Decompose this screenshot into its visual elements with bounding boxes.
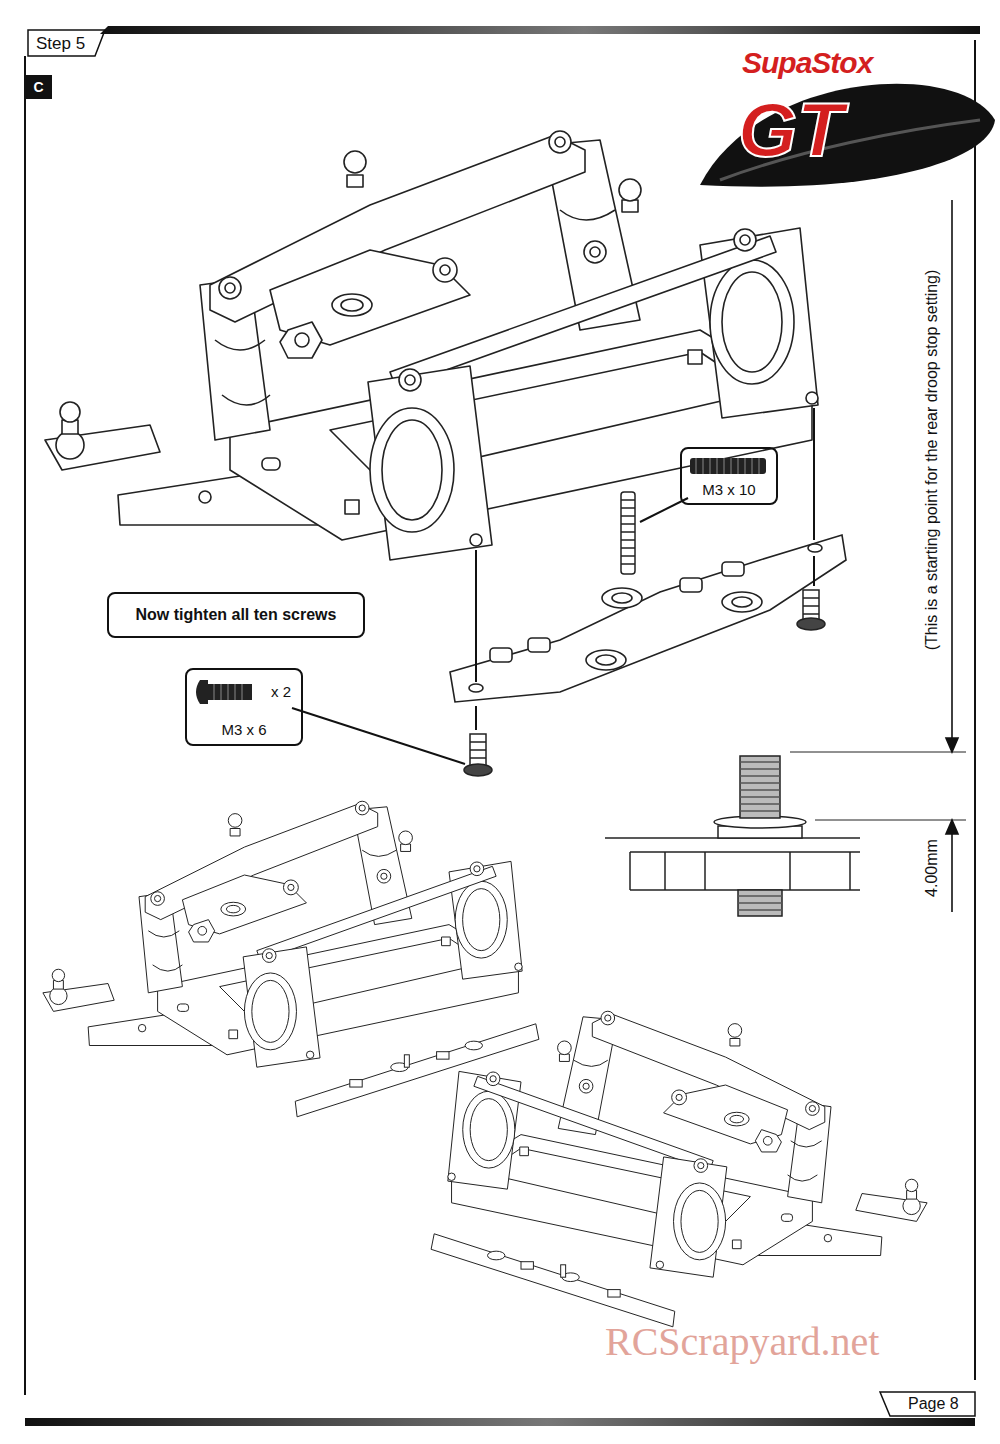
inset-detail [740, 762, 780, 811]
dimension-value: 4.00mm [923, 839, 941, 897]
inset-detail [738, 890, 782, 916]
box-text: Now tighten all ten screws [136, 606, 337, 624]
assembled-view-rear [431, 1011, 927, 1327]
watermark: RCScrapyard.net [605, 1318, 879, 1365]
screws [803, 590, 819, 620]
dimension-lines [946, 820, 958, 834]
leader-lines [813, 556, 815, 586]
droop-plate [596, 655, 616, 665]
droop-plate [722, 562, 744, 576]
droop-plate [586, 650, 626, 670]
screws [470, 734, 486, 766]
droop-plate [808, 544, 822, 552]
assembly-illustration [45, 131, 818, 560]
leader-lines [475, 550, 477, 682]
droop-plate [469, 684, 483, 692]
callout-icons [696, 458, 759, 474]
droop-plate [612, 593, 632, 603]
screws [464, 492, 825, 776]
droop-plate [450, 535, 846, 702]
inset-detail [789, 852, 791, 890]
assembled-view-rear [431, 1234, 675, 1327]
droop-plate [602, 588, 642, 608]
assembled-view-rear [448, 1011, 927, 1277]
note-box: Now tighten all ten screws [107, 592, 365, 638]
screws [470, 742, 486, 758]
part-callout: M3 x 10 [680, 447, 778, 505]
assembly-illustration [24, 56, 26, 1395]
droop-plate [722, 592, 762, 612]
droop-plate [490, 648, 512, 662]
droop-plate [450, 535, 846, 702]
dimension-lines [946, 738, 958, 752]
screws [464, 764, 492, 776]
dimension-lines [951, 200, 953, 742]
inset-detail [664, 852, 666, 890]
inset-detail [605, 752, 966, 916]
inset-detail [629, 852, 631, 890]
box-text: C [33, 79, 43, 95]
inset-detail [790, 752, 966, 753]
part-callout: x 2 M3 x 6 [185, 668, 303, 746]
box-text: M3 x 10 [702, 481, 755, 498]
callout-icons [214, 684, 242, 700]
assembly-illustration [28, 30, 105, 56]
screws [621, 492, 635, 574]
step-heading: Step 5 [36, 34, 85, 54]
box-text: x 2 [271, 683, 291, 700]
droop-plate [680, 578, 702, 592]
leader-lines [475, 706, 477, 730]
callout-icons [196, 680, 208, 704]
assembled-view [43, 801, 539, 1117]
inset-detail [740, 756, 780, 818]
inset-detail [815, 820, 966, 821]
droop-plate [528, 638, 550, 652]
assembly-illustration [25, 1418, 975, 1426]
leader-lines [292, 408, 814, 764]
inset-detail [704, 852, 706, 890]
logo-mark: GT [738, 86, 844, 173]
leader-lines [292, 708, 465, 764]
box-text: M3 x 6 [187, 721, 301, 738]
logo-script: SupaStox [742, 46, 872, 80]
assembly-illustration [100, 26, 980, 34]
dimension-lines [951, 830, 953, 912]
dimension-note: (This is a starting point for the rear d… [923, 270, 941, 651]
dimension-lines [946, 200, 958, 912]
callout-icons [690, 458, 766, 474]
leader-lines [813, 408, 815, 540]
assembly-illustration [974, 40, 976, 1380]
screws [803, 598, 819, 614]
section-tag: C [25, 75, 52, 99]
page-number: Page 8 [908, 1395, 959, 1413]
inset-detail [849, 852, 851, 890]
inset-detail [738, 896, 782, 910]
assembly-illustration [880, 1392, 975, 1416]
screws [621, 500, 635, 564]
screws [797, 618, 825, 630]
callout-icons [208, 684, 252, 700]
droop-plate [732, 597, 752, 607]
assembled-view [43, 801, 522, 1067]
assembly-illustration [700, 84, 995, 187]
